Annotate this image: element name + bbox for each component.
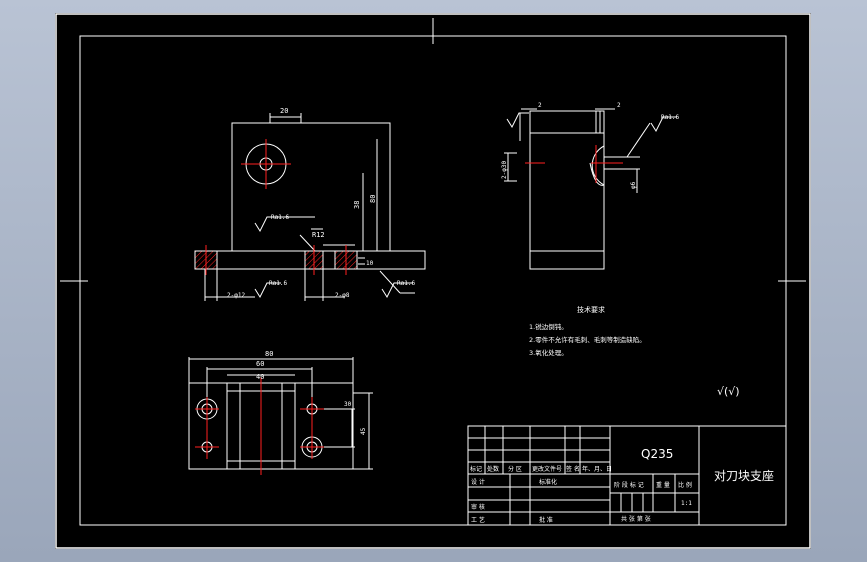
- tb-sheets: 共 张 第 张: [621, 515, 651, 523]
- notes-title: 技术要求: [577, 305, 605, 314]
- tb-standard: 标准化: [539, 478, 557, 486]
- top-dim-right-large: 45: [360, 427, 367, 435]
- tb-stage: 阶 段 标 记: [614, 481, 644, 489]
- notes-item-2: 2.零件不允许有毛刺、毛刺等制造缺陷。: [529, 335, 646, 344]
- side-dim-top-left: 2: [538, 102, 542, 109]
- tb-process: 工 艺: [471, 516, 485, 524]
- top-view: [188, 357, 373, 470]
- tb-hdr-zone: 分 区: [508, 465, 522, 473]
- front-view: [194, 113, 426, 301]
- drawing-sheet: 20 38 80 R12 10 Ra1.6 Ra1.6 Ra1.6 2-φ12 …: [55, 13, 811, 549]
- top-dim-inner: 40: [256, 373, 264, 381]
- surface-finish-symbol: √(√): [717, 385, 740, 398]
- part-name: 对刀块支座: [714, 468, 774, 483]
- side-dim-top-right: 2: [617, 102, 621, 109]
- tb-hdr-count: 处数: [487, 465, 499, 473]
- tb-hdr-docno: 更改文件号: [532, 465, 562, 473]
- front-roughness-mid: Ra1.6: [271, 214, 289, 221]
- tb-scale: 比 例: [678, 481, 692, 489]
- tb-weight: 重 量: [656, 481, 670, 489]
- side-dim-left: 2-φ30: [501, 161, 508, 179]
- side-view-centerlines: [525, 145, 623, 183]
- top-view-centerlines: [195, 377, 324, 475]
- outer-border: [55, 13, 811, 549]
- side-view: [504, 108, 651, 270]
- tb-design: 设 计: [471, 478, 485, 486]
- notes-item-3: 3.氧化处理。: [529, 348, 568, 357]
- material: Q235: [641, 447, 673, 461]
- tb-hdr-sign: 签 名: [566, 465, 580, 473]
- side-dim-right: φ6: [630, 181, 637, 189]
- front-roughness-symbols: [254, 216, 413, 299]
- front-hole-callout-left: 2-φ12: [227, 292, 245, 299]
- front-hole-callout-right: 2-φ8: [335, 292, 350, 299]
- side-roughness-right: Ra1.6: [661, 114, 679, 121]
- top-dim-right-small: 30: [344, 401, 352, 408]
- tb-hdr-date: 年、月、日: [582, 465, 612, 473]
- centering-marks: [60, 18, 806, 282]
- title-block: [467, 425, 787, 526]
- front-dim-slot-depth: 10: [366, 260, 374, 267]
- notes-item-1: 1.锐边倒钝。: [529, 322, 568, 331]
- tb-scale-value: 1:1: [681, 500, 692, 507]
- front-roughness-base: Ra1.6: [269, 280, 287, 287]
- top-dim-hole-spacing: 60: [256, 360, 264, 368]
- front-dim-top-width: 20: [280, 107, 288, 115]
- tb-hdr-mark: 标记: [470, 465, 482, 473]
- top-dim-total-width: 80: [265, 350, 273, 358]
- tb-review: 审 核: [471, 503, 485, 511]
- front-dim-height-small: 38: [353, 201, 361, 209]
- cad-drawing: 20 38 80 R12 10 Ra1.6 Ra1.6 Ra1.6 2-φ12 …: [55, 13, 811, 549]
- side-roughness-symbols: [506, 112, 677, 133]
- tb-approve: 批 准: [539, 516, 553, 524]
- front-dim-slot: R12: [312, 231, 325, 239]
- front-view-centerlines: [205, 139, 347, 275]
- inner-border: [79, 35, 787, 526]
- front-dim-height-large: 80: [369, 195, 377, 203]
- front-roughness-right: Ra1.6: [397, 280, 415, 287]
